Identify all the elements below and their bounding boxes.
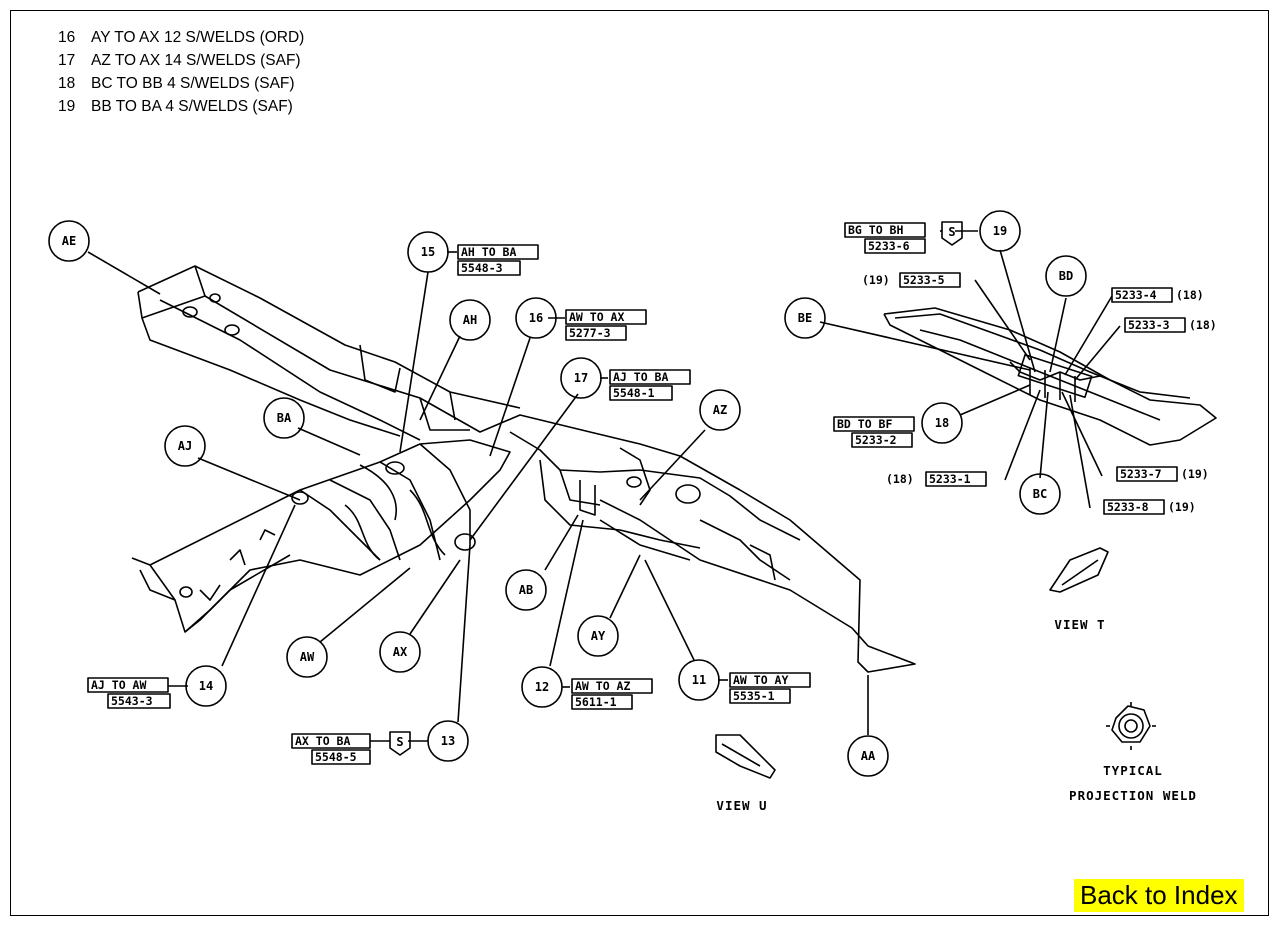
label-aw-to-ax: AW TO AX	[569, 310, 624, 324]
callout-aj: AJ	[178, 439, 192, 453]
label-bd-to-bf: BD TO BF	[837, 417, 892, 431]
view-t-part	[1049, 547, 1109, 593]
callout-aw: AW	[300, 650, 315, 664]
rear-rail-upper	[137, 265, 916, 673]
callout-ab: AB	[519, 583, 533, 597]
label-texts: AH TO BA 5548-3 AW TO AX 5277-3 AJ TO BA…	[91, 223, 1217, 764]
label-5233-6: 5233-6	[868, 239, 910, 253]
caption-typical: TYPICAL	[1103, 763, 1163, 778]
leader-lines	[87, 230, 1121, 742]
label-aj-to-aw: AJ TO AW	[91, 678, 146, 692]
legend-row: 17 AZ TO AX 14 S/WELDS (SAF)	[58, 49, 304, 72]
callout-bd: BD	[1059, 269, 1073, 283]
label-5277-3: 5277-3	[569, 326, 611, 340]
label-ah-to-ba: AH TO BA	[461, 245, 516, 259]
legend-row: 16 AY TO AX 12 S/WELDS (ORD)	[58, 26, 304, 49]
label-aw-to-az: AW TO AZ	[575, 679, 630, 693]
label-5233-5: 5233-5	[903, 273, 945, 287]
caption-projection-weld: PROJECTION WELD	[1069, 788, 1197, 803]
legend-row: 18 BC TO BB 4 S/WELDS (SAF)	[58, 72, 304, 95]
label-5548-5: 5548-5	[315, 750, 357, 764]
label-aw-to-ay: AW TO AY	[733, 673, 788, 687]
callout-19: 19	[993, 224, 1007, 238]
label-19-prefix: (19)	[862, 273, 890, 287]
callout-11: 11	[692, 673, 706, 687]
legend-number: 18	[58, 75, 76, 92]
shield-marker	[941, 221, 963, 246]
callout-texts: AE 15 AH 16 BA 17 AJ AZ AW AX AB AY 14 1…	[62, 224, 1073, 763]
weld-legend: 16 AY TO AX 12 S/WELDS (ORD) 17 AZ TO AX 1…	[58, 26, 304, 118]
callout-be: BE	[798, 311, 812, 325]
callout-13: 13	[441, 734, 455, 748]
label-5543-3: 5543-3	[111, 694, 153, 708]
legend-text: BB TO BA 4 S/WELDS (SAF)	[91, 98, 293, 115]
legend-number: 19	[58, 98, 76, 115]
callout-bc: BC	[1033, 487, 1047, 501]
label-18-suffix: (18)	[1176, 288, 1204, 302]
legend-row: 19 BB TO BA 4 S/WELDS (SAF)	[58, 95, 304, 118]
label-19-suffix: (19)	[1181, 467, 1209, 481]
label-ax-to-ba: AX TO BA	[295, 734, 350, 748]
label-aj-to-ba: AJ TO BA	[613, 370, 668, 384]
back-to-index-link[interactable]: Back to Index	[1074, 879, 1244, 912]
label-bg-to-bh: BG TO BH	[848, 223, 903, 237]
shield-marker	[389, 731, 411, 756]
callout-ah: AH	[463, 313, 477, 327]
label-5548-3: 5548-3	[461, 261, 503, 275]
label-boxes	[87, 222, 1186, 765]
label-5233-3: 5233-3	[1128, 318, 1170, 332]
center-crossmember	[509, 431, 801, 581]
callout-17: 17	[574, 371, 588, 385]
label-19-suffix: (19)	[1168, 500, 1196, 514]
front-rail-lower	[131, 439, 511, 633]
shield-s-13: S	[396, 735, 403, 749]
label-5233-2: 5233-2	[855, 433, 897, 447]
legend-text: BC TO BB 4 S/WELDS (SAF)	[91, 75, 295, 92]
callout-16: 16	[529, 311, 543, 325]
label-5233-1: 5233-1	[929, 472, 971, 486]
callout-ax: AX	[393, 645, 408, 659]
label-18-suffix: (18)	[1189, 318, 1217, 332]
callout-aa: AA	[861, 749, 876, 763]
label-5535-1: 5535-1	[733, 689, 775, 703]
callout-az: AZ	[713, 403, 727, 417]
drawing-frame	[10, 10, 1269, 916]
view-u-part	[715, 734, 776, 779]
legend-text: AY TO AX 12 S/WELDS (ORD)	[91, 29, 305, 46]
callout-15: 15	[421, 245, 435, 259]
label-5548-1: 5548-1	[613, 386, 655, 400]
caption-view-u: VIEW U	[716, 798, 767, 813]
label-5233-8: 5233-8	[1107, 500, 1149, 514]
label-5611-1: 5611-1	[575, 695, 617, 709]
callout-12: 12	[535, 680, 549, 694]
legend-number: 16	[58, 29, 76, 46]
label-5233-7: 5233-7	[1120, 467, 1162, 481]
legend-text: AZ TO AX 14 S/WELDS (SAF)	[91, 52, 301, 69]
callout-ba: BA	[277, 411, 292, 425]
callout-ae: AE	[62, 234, 76, 248]
label-18-prefix: (18)	[886, 472, 914, 486]
callout-14: 14	[199, 679, 213, 693]
legend-number: 17	[58, 52, 76, 69]
shield-s-view-t: S	[948, 225, 955, 239]
callout-ay: AY	[591, 629, 606, 643]
view-t-rail	[883, 307, 1217, 446]
label-5233-4: 5233-4	[1115, 288, 1157, 302]
projection-weld-symbol	[1106, 702, 1156, 750]
callout-18: 18	[935, 416, 949, 430]
caption-view-t: VIEW T	[1054, 617, 1105, 632]
captions: VIEW T VIEW U TYPICAL PROJECTION WELD	[716, 617, 1197, 813]
callout-circles	[48, 210, 1087, 777]
